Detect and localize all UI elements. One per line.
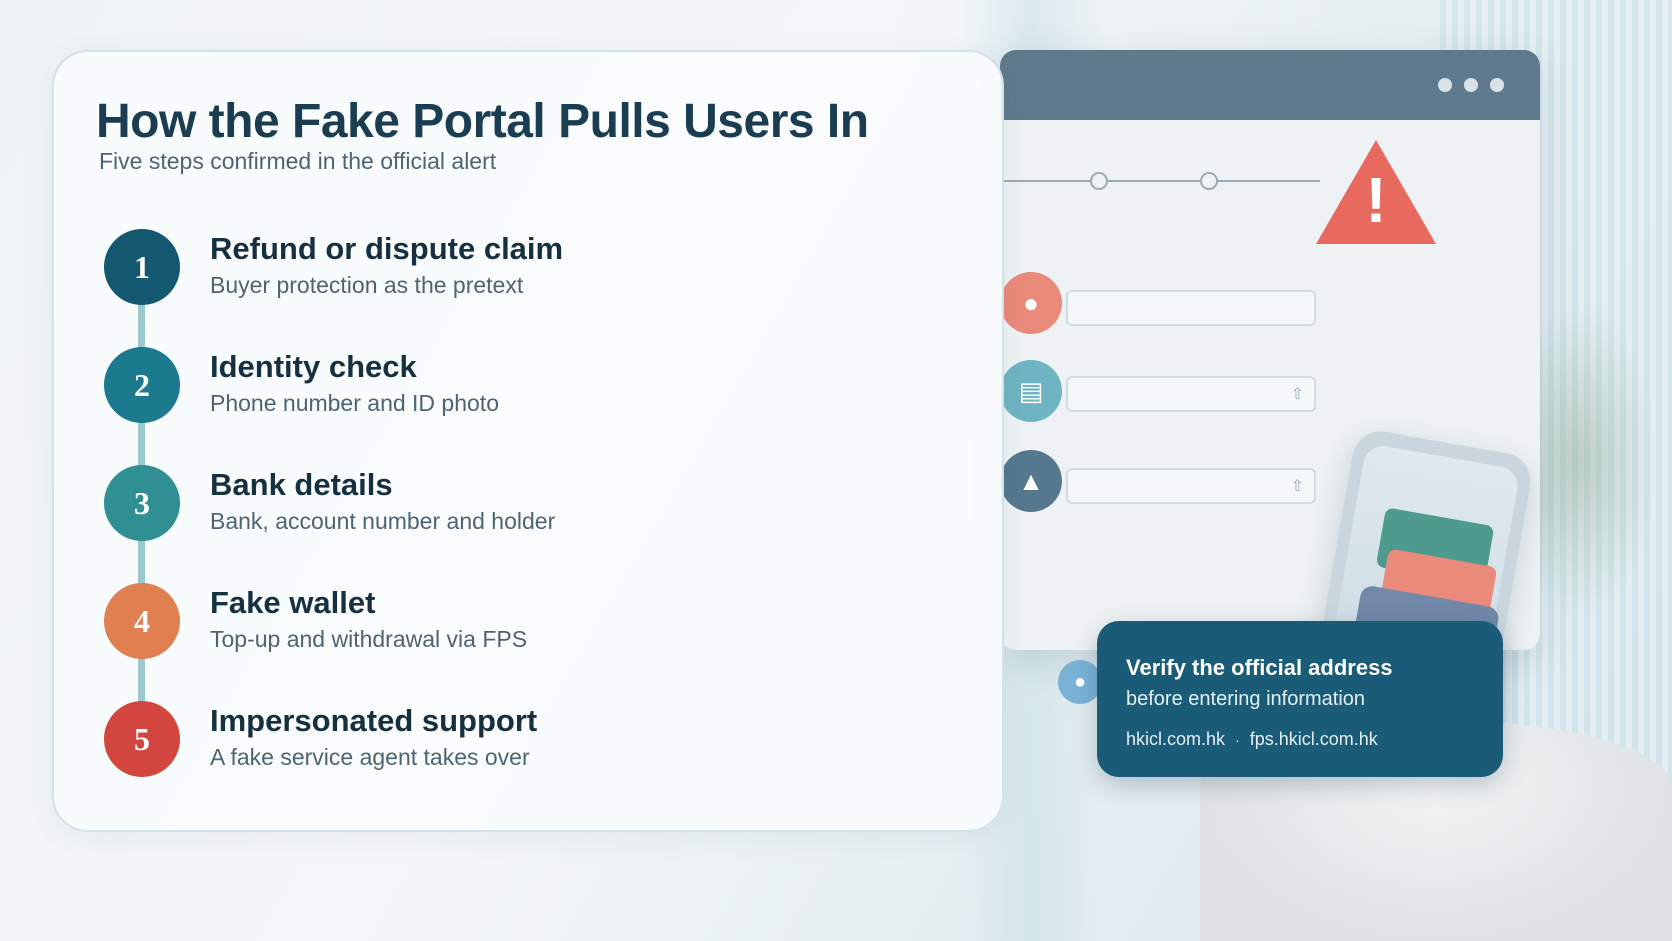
progress-node-icon xyxy=(1090,172,1108,190)
progress-track xyxy=(1000,180,1320,182)
user-icon: ● xyxy=(1000,272,1062,334)
warning-icon xyxy=(1316,140,1436,244)
page-subtitle: Five steps confirmed in the official ale… xyxy=(99,148,497,174)
step-description: Buyer protection as the pretext xyxy=(210,272,524,298)
warning-exclamation-icon: ! xyxy=(1365,164,1387,236)
step-title: Impersonated support xyxy=(210,703,538,738)
official-addresses: hkicl.com.hk · fps.hkicl.com.hk xyxy=(1126,729,1378,750)
progress-node-icon xyxy=(1200,172,1218,190)
steps-card xyxy=(52,50,1004,832)
monitor-title-bar xyxy=(1000,50,1540,120)
step-title: Bank details xyxy=(210,467,393,502)
step-number-badge: 1 xyxy=(104,229,180,305)
step-description: Phone number and ID photo xyxy=(210,390,499,416)
official-link-secondary[interactable]: fps.hkicl.com.hk xyxy=(1249,729,1378,749)
bank-icon: ▲ xyxy=(1000,450,1062,512)
window-dot-icon xyxy=(1490,78,1504,92)
step-number-badge: 2 xyxy=(104,347,180,423)
callout-title: Verify the official address xyxy=(1126,655,1393,680)
step-number-badge: 4 xyxy=(104,583,180,659)
window-dot-icon xyxy=(1438,78,1452,92)
step-title: Fake wallet xyxy=(210,585,376,620)
name-field-illustration xyxy=(1066,290,1316,326)
id-card-icon: ▤ xyxy=(1000,360,1062,422)
step-description: A fake service agent takes over xyxy=(210,744,530,770)
step-number-badge: 3 xyxy=(104,465,180,541)
support-agent-icon: ● xyxy=(1058,660,1102,704)
step-description: Top-up and withdrawal via FPS xyxy=(210,626,528,652)
window-dot-icon xyxy=(1464,78,1478,92)
step-title: Identity check xyxy=(210,349,417,384)
verify-callout: Verify the official address before enter… xyxy=(1097,621,1503,777)
link-separator: · xyxy=(1235,731,1240,748)
page-title: How the Fake Portal Pulls Users In xyxy=(96,95,869,148)
step-title: Refund or dispute claim xyxy=(210,231,564,266)
step-number-badge: 5 xyxy=(104,701,180,777)
official-link-primary[interactable]: hkicl.com.hk xyxy=(1126,729,1226,749)
upload-icon: ⇧ xyxy=(1290,386,1304,403)
step-description: Bank, account number and holder xyxy=(210,508,556,534)
id-field-illustration: ⇧ xyxy=(1066,376,1316,412)
bank-field-illustration: ⇧ xyxy=(1066,468,1316,504)
callout-subtitle: before entering information xyxy=(1126,688,1366,710)
upload-icon: ⇧ xyxy=(1290,478,1304,495)
